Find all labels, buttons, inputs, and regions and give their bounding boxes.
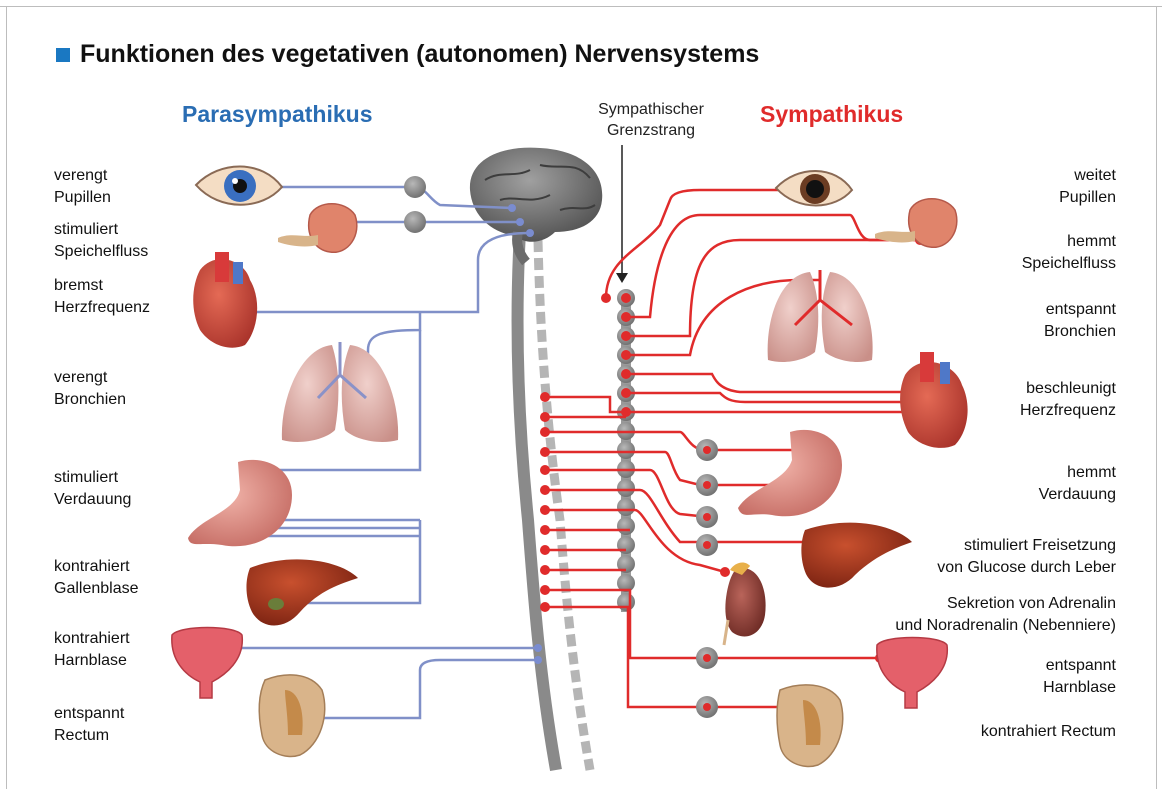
- eye-icon-left: [196, 166, 282, 204]
- sym-label-bladder: entspannt Harnblase: [1043, 655, 1116, 699]
- salivary-gland-icon-right: [875, 199, 957, 248]
- sym-label-heart: beschleunigt Herzfrequenz: [1020, 378, 1116, 422]
- stomach-icon-left: [188, 460, 292, 546]
- sym-label-saliva: hemmt Speichelfluss: [1022, 231, 1116, 275]
- chain-pointer-arrow: [616, 145, 628, 283]
- rectum-icon-left: [259, 675, 324, 757]
- para-label-bladder: kontrahiert Harnblase: [54, 628, 130, 672]
- bladder-icon-left: [172, 628, 242, 699]
- sym-label-adrenal: Sekretion von Adrenalin und Noradrenalin…: [895, 593, 1116, 637]
- spinal-cord: [518, 232, 590, 770]
- adrenal-kidney-icon: [724, 563, 766, 645]
- para-label-heart: bremst Herzfrequenz: [54, 275, 150, 319]
- rectum-icon-right: [777, 685, 843, 767]
- para-label-rectum: entspannt Rectum: [54, 703, 124, 747]
- liver-icon-left: [246, 559, 358, 625]
- sym-label-pupils: weitet Pupillen: [1059, 165, 1116, 209]
- para-label-pupils: verengt Pupillen: [54, 165, 111, 209]
- bladder-icon-right: [877, 638, 947, 709]
- sym-label-liver: stimuliert Freisetzung von Glucose durch…: [937, 535, 1116, 579]
- liver-icon-right: [801, 523, 912, 588]
- heart-icon-left: [193, 252, 257, 348]
- salivary-gland-icon-left: [278, 204, 357, 253]
- heart-icon-right: [900, 352, 968, 448]
- parasympathetic-endpoints: [208, 183, 542, 722]
- sym-label-bronchi: entspannt Bronchien: [1044, 299, 1116, 343]
- para-label-digestion: stimuliert Verdauung: [54, 467, 131, 511]
- lungs-icon-right: [768, 270, 873, 362]
- para-label-bronchi: verengt Bronchien: [54, 367, 126, 411]
- para-label-saliva: stimuliert Speichelfluss: [54, 219, 148, 263]
- stomach-icon-right: [738, 430, 842, 516]
- parasympathetic-nerves: [205, 187, 538, 718]
- sympathetic-prevertebral-ganglia: [696, 439, 718, 718]
- eye-icon-right: [776, 171, 852, 206]
- sym-label-digestion: hemmt Verdauung: [1039, 462, 1116, 506]
- sympathetic-chain-label: Sympathischer Grenzstrang: [586, 99, 716, 141]
- lungs-icon-left: [282, 342, 398, 442]
- para-label-gallbladder: kontrahiert Gallenblase: [54, 556, 139, 600]
- parasympathetic-ganglia: [404, 176, 426, 233]
- sym-label-rectum: kontrahiert Rectum: [981, 721, 1116, 743]
